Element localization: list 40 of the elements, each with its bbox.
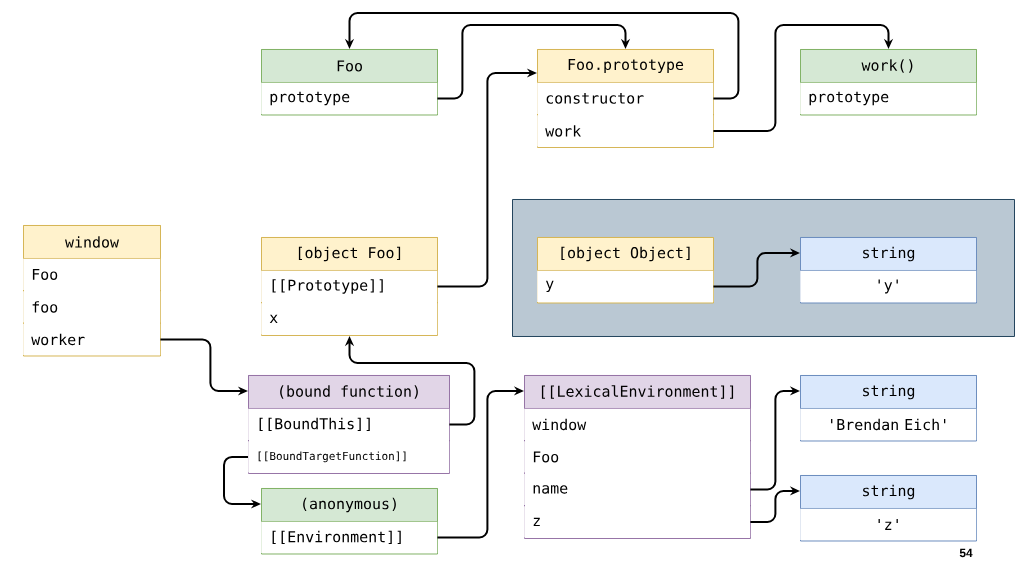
node-label: [[BoundTargetFunction]]: [258, 451, 406, 463]
table-row: 'z': [800, 508, 977, 541]
node-label: Foo: [32, 268, 58, 280]
node-label: 'Brendan Eich': [831, 418, 946, 431]
node-label: foo: [32, 301, 58, 313]
table-row: name: [524, 473, 751, 506]
table-row: y: [537, 270, 714, 303]
table-row: x: [261, 303, 438, 335]
node-label: constructor: [546, 93, 644, 104]
node-label: name: [533, 485, 568, 494]
arrow: [436, 24, 631, 100]
node-label: window: [532, 418, 587, 431]
node-label: [[Environment]]: [272, 530, 401, 545]
table-row: 'y': [800, 270, 977, 303]
table-row: work: [537, 115, 714, 147]
table-row: z: [524, 506, 751, 538]
table-row: prototype: [261, 82, 438, 115]
node-label: x: [269, 314, 278, 324]
table-row: [[BoundTargetFunction]]: [248, 441, 450, 473]
node-label: [[Prototype]]: [272, 279, 383, 294]
table-row: 'Brendan Eich': [800, 408, 977, 441]
table-row: [[Prototype]]: [261, 270, 438, 303]
table-row: prototype: [800, 82, 977, 115]
table-row: Foo: [524, 441, 751, 473]
node-label: 'z': [878, 519, 898, 530]
node-label: z: [533, 517, 540, 527]
table-row: window: [524, 408, 751, 441]
node-label: [[BoundThis]]: [259, 417, 370, 432]
table-row: worker: [23, 323, 161, 356]
node-label: worker: [31, 333, 85, 346]
table-row: Foo: [23, 258, 161, 291]
node-label: work: [545, 125, 581, 137]
arrow: [712, 24, 894, 132]
node-label: prototype: [270, 91, 350, 106]
table-row: [[Environment]]: [261, 521, 438, 554]
node-label: prototype: [809, 91, 889, 106]
node-label: Foo: [533, 451, 559, 463]
table-row: constructor: [537, 82, 714, 115]
table-row: foo: [23, 291, 161, 323]
table-row: [[BoundThis]]: [248, 408, 450, 441]
